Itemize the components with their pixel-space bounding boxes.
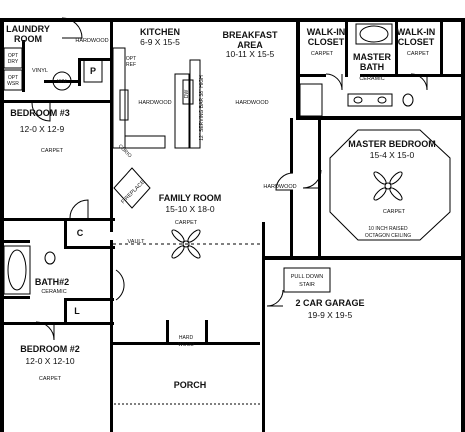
stair-label: STAIR bbox=[299, 282, 315, 288]
entry-finish: HARD bbox=[179, 335, 194, 341]
kitchen-counters bbox=[112, 47, 201, 149]
fireplace-label: FIREPLACE bbox=[120, 179, 146, 205]
water-heater-label: WH bbox=[57, 79, 66, 85]
opt-ref-label-2: REF bbox=[126, 62, 136, 68]
opt-wsr-label: OPT bbox=[8, 75, 18, 81]
closet-c-label: C bbox=[77, 228, 84, 238]
laundry-finish: HARDWOOD bbox=[75, 38, 108, 44]
bedroom2-name: BEDROOM #2 bbox=[20, 344, 80, 354]
garage-name: 2 CAR GARAGE bbox=[295, 298, 364, 308]
kitchen-finish: HARDWOOD bbox=[138, 100, 171, 106]
master-bedroom-finish: CARPET bbox=[383, 209, 406, 215]
bedroom3-name: BEDROOM #3 bbox=[10, 108, 70, 118]
family-room-size: 15-10 X 18-0 bbox=[165, 204, 214, 214]
opt-wsr-label-2: WSR bbox=[7, 81, 19, 87]
breakfast-name: BREAKFAST bbox=[222, 30, 278, 40]
hall-finish: HARDWOOD bbox=[263, 184, 296, 190]
breakfast-finish: HARDWOOD bbox=[235, 100, 268, 106]
garage-size: 19-9 X 19-5 bbox=[308, 310, 353, 320]
laundry-name-2: ROOM bbox=[14, 34, 42, 44]
pull-down-stair-box bbox=[283, 267, 331, 293]
opt-ref-label: OPT bbox=[126, 56, 136, 62]
bath2-tub bbox=[3, 245, 56, 295]
ceiling-note-2: OCTAGON CEILING bbox=[365, 233, 411, 239]
water-heater bbox=[52, 71, 72, 91]
master-bath-name: MASTER bbox=[353, 52, 392, 62]
bedroom2-size: 12-0 X 12-10 bbox=[25, 356, 74, 366]
master-bedroom-size: 15-4 X 15-0 bbox=[370, 150, 415, 160]
walk-in-left-name: WALK-IN bbox=[307, 27, 346, 37]
bath2-finish: CERAMIC bbox=[41, 289, 66, 295]
master-bedroom-name: MASTER BEDROOM bbox=[348, 139, 436, 149]
laundry-name: LAUNDRY bbox=[6, 24, 50, 34]
curio-label: CURIO bbox=[117, 143, 133, 159]
opt-dry-label-2: DRY bbox=[8, 59, 19, 65]
bedroom2-finish: CARPET bbox=[39, 376, 62, 382]
washer bbox=[3, 69, 23, 91]
pantry-box bbox=[83, 59, 103, 83]
kitchen-size: 6-9 X 15-5 bbox=[140, 37, 180, 47]
bath2-name: BATH#2 bbox=[35, 277, 69, 287]
walk-in-left-name-2: CLOSET bbox=[308, 37, 345, 47]
pull-down-label: PULL DOWN bbox=[291, 274, 324, 280]
interior-walls bbox=[0, 18, 465, 432]
walk-in-right-finish: CARPET bbox=[407, 51, 430, 57]
pantry-label: P bbox=[90, 66, 96, 76]
ceiling-fan-icon bbox=[373, 171, 403, 201]
room-labels: LAUNDRY ROOM HARDWOOD VINYL OPT DRY OPT … bbox=[6, 24, 436, 390]
ceiling-note: 10 INCH RAISED bbox=[368, 226, 408, 232]
family-room-name: FAMILY ROOM bbox=[159, 193, 222, 203]
linen-l-label: L bbox=[74, 306, 80, 316]
vinyl-label: VINYL bbox=[32, 68, 48, 74]
walk-in-right-name: WALK-IN bbox=[397, 27, 436, 37]
door-swings bbox=[31, 17, 428, 341]
walk-in-right-name-2: CLOSET bbox=[398, 37, 435, 47]
serving-bar-label: 12" SERVING BAR 38" HIGH bbox=[199, 75, 205, 141]
breakfast-size: 10-11 X 15-5 bbox=[226, 49, 275, 59]
kitchen-name: KITCHEN bbox=[140, 27, 180, 37]
dryer bbox=[3, 47, 23, 69]
dw-label: DW bbox=[184, 90, 190, 99]
octagon-ceiling bbox=[329, 129, 451, 241]
walk-in-left-finish: CARPET bbox=[311, 51, 334, 57]
master-bath-fixtures bbox=[299, 23, 414, 117]
master-bath-finish: CERAMIC bbox=[359, 76, 384, 82]
vault-label: VAULT bbox=[128, 239, 146, 245]
bedroom3-finish: CARPET bbox=[41, 148, 64, 154]
opt-dry-label: OPT bbox=[8, 53, 18, 59]
family-room-finish: CARPET bbox=[175, 220, 198, 226]
breakfast-name-2: AREA bbox=[237, 40, 263, 50]
porch-name: PORCH bbox=[174, 380, 207, 390]
ceiling-fan-icon bbox=[171, 229, 201, 259]
fireplace-box bbox=[113, 167, 151, 209]
entry-finish-2: WOOD bbox=[178, 342, 194, 348]
master-bath-name-2: BATH bbox=[360, 62, 384, 72]
bedroom3-size: 12-0 X 12-9 bbox=[20, 124, 65, 134]
